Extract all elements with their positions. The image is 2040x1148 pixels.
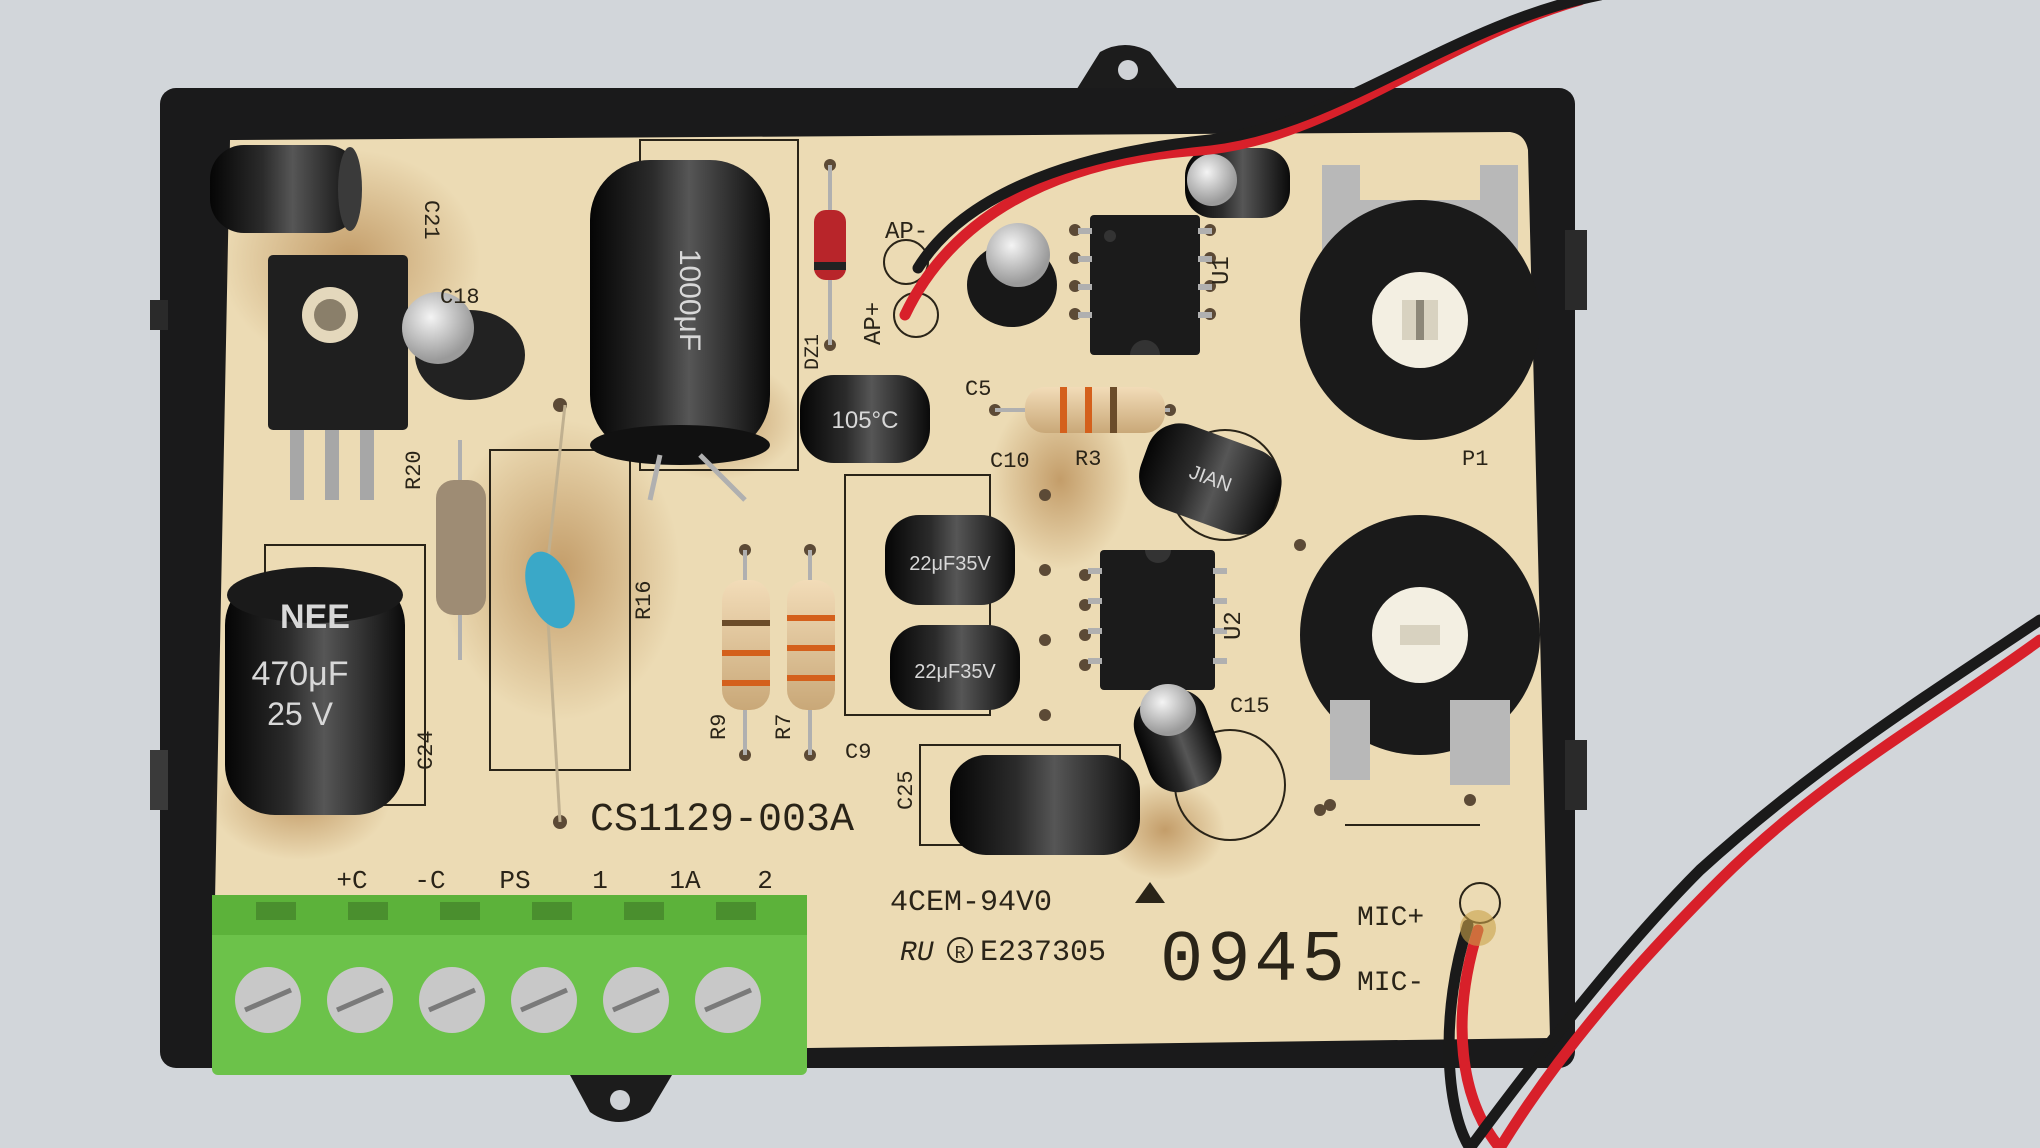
voltage-regulator xyxy=(268,255,408,500)
c24-value-marking: 470μF xyxy=(251,655,348,693)
svg-text:R: R xyxy=(955,944,966,964)
resistor-r3 xyxy=(995,387,1170,433)
ic-u1 xyxy=(1078,215,1212,355)
c10-value-marking: 22μF35V xyxy=(909,553,991,575)
svg-text:RU: RU xyxy=(900,938,934,969)
refdes-c10: C10 xyxy=(990,449,1030,474)
capacitor-top-right xyxy=(1185,148,1290,218)
capacitor-c15 xyxy=(1133,684,1222,793)
terminal-label-1: 1 xyxy=(592,866,608,896)
refdes-r7: R7 xyxy=(772,714,797,740)
mounting-ear-bottom xyxy=(570,1075,672,1122)
capacitor-ap xyxy=(967,223,1057,327)
terminal-screw-5[interactable] xyxy=(603,967,669,1033)
refdes-c9: C9 xyxy=(845,740,871,765)
refdes-p1: P1 xyxy=(1462,447,1488,472)
board-ul-number: E237305 xyxy=(980,936,1106,970)
capacitor-c24: NEE 470μF 25 V xyxy=(225,567,405,815)
c9-value-marking: 22μF35V xyxy=(914,661,996,683)
resistor-r20 xyxy=(436,440,486,660)
terminal-screw-4[interactable] xyxy=(511,967,577,1033)
terminal-label-ps: PS xyxy=(499,866,530,896)
terminal-screw-3[interactable] xyxy=(419,967,485,1033)
c24-brand-marking: NEE xyxy=(280,598,350,636)
refdes-c15: C15 xyxy=(1230,694,1270,719)
board-date-code: 0945 xyxy=(1160,920,1349,1002)
capacitor-c21 xyxy=(210,145,362,233)
diode-dz1 xyxy=(814,165,846,345)
terminal-screw-6[interactable] xyxy=(695,967,761,1033)
ic-u2 xyxy=(1088,550,1227,690)
terminal-label-plus-c: +C xyxy=(336,866,367,896)
pad-label-mic-plus: MIC+ xyxy=(1357,903,1424,934)
resistor-r7 xyxy=(787,550,835,755)
board-part-number: CS1129-003A xyxy=(590,798,854,843)
refdes-r20: R20 xyxy=(402,450,427,490)
terminal-label-1a: 1A xyxy=(669,866,701,896)
refdes-r9: R9 xyxy=(707,714,732,740)
capacitor-1000uf: 1000μF xyxy=(590,160,770,502)
mic-solder-joint xyxy=(1460,910,1496,946)
refdes-dz1: DZ1 xyxy=(802,334,825,370)
refdes-c21: C21 xyxy=(418,200,443,240)
capacitor-c25 xyxy=(950,755,1140,855)
refdes-c5: C5 xyxy=(965,377,991,402)
terminal-label-minus-c: -C xyxy=(414,866,445,896)
capacitor-c18 xyxy=(402,292,525,400)
capacitor-c10: 22μF35V xyxy=(885,515,1015,605)
board-rating: 4CEM-94V0 xyxy=(890,886,1052,920)
big-cap-value-marking: 1000μF xyxy=(673,249,706,351)
c24-voltage-marking: 25 V xyxy=(267,696,333,732)
wire-pair-right xyxy=(1443,614,2040,1148)
pad-label-mic-minus: MIC- xyxy=(1357,968,1424,999)
terminal-screw-2[interactable] xyxy=(327,967,393,1033)
refdes-u2: U2 xyxy=(1221,611,1248,640)
capacitor-r3-side: JIAN xyxy=(1139,423,1282,535)
ceramic-capacitor-blue xyxy=(525,404,575,823)
resistor-r9 xyxy=(722,550,770,755)
mounting-ear-top xyxy=(1075,45,1180,92)
pad-label-ap-plus: AP+ xyxy=(861,302,888,345)
potentiometer-p1[interactable] xyxy=(1300,165,1540,440)
refdes-r16: R16 xyxy=(632,580,657,620)
warning-triangle-icon xyxy=(1135,882,1165,903)
ul-mark-icon: RU R xyxy=(900,937,973,969)
refdes-u1: U1 xyxy=(1209,256,1236,285)
c5-temp-marking: 105°C xyxy=(832,407,899,434)
refdes-c18: C18 xyxy=(440,285,480,310)
terminal-screw-1[interactable] xyxy=(235,967,301,1033)
refdes-r3: R3 xyxy=(1075,447,1101,472)
capacitor-c9: 22μF35V xyxy=(890,625,1020,710)
refdes-c25: C25 xyxy=(894,770,919,810)
refdes-c24: C24 xyxy=(414,730,439,770)
wire-pair-top xyxy=(899,0,1603,321)
pad-label-ap-minus: AP- xyxy=(885,219,928,246)
capacitor-c5: 105°C xyxy=(800,375,930,463)
potentiometer-p2[interactable] xyxy=(1300,515,1540,785)
terminal-label-2: 2 xyxy=(757,866,773,896)
